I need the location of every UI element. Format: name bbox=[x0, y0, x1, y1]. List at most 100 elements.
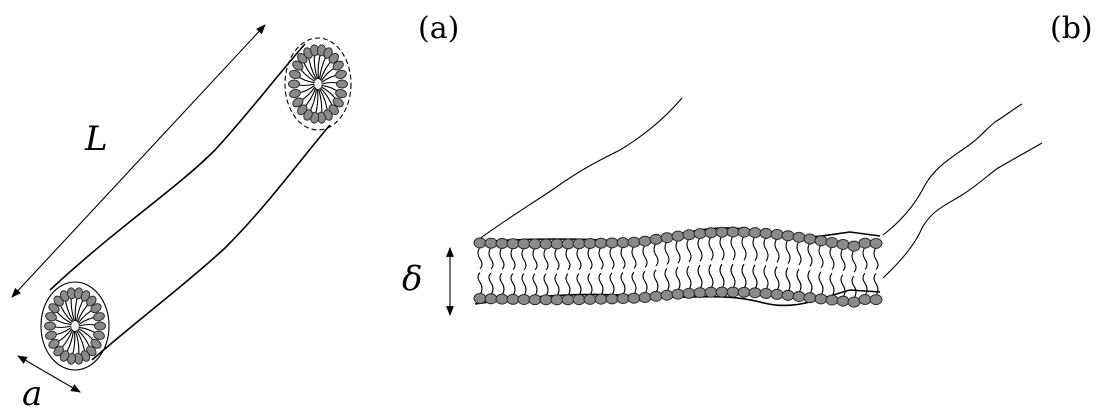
lipid-head bbox=[771, 289, 783, 299]
lipid-head bbox=[793, 232, 805, 242]
lipid-head bbox=[606, 294, 618, 304]
lipid-tail bbox=[687, 239, 691, 262]
lipid-head bbox=[518, 295, 530, 305]
lipid-head bbox=[848, 297, 860, 307]
lipid-tail bbox=[599, 247, 603, 269]
lipid-head bbox=[628, 293, 640, 303]
lipid-head bbox=[738, 227, 750, 237]
lipid-tail bbox=[522, 274, 526, 296]
lipid-head bbox=[859, 238, 871, 248]
radius-label: a bbox=[22, 374, 42, 410]
lipid-head bbox=[782, 290, 794, 300]
lipid-head bbox=[529, 295, 541, 305]
lipid-tail bbox=[599, 273, 603, 295]
lipid-tail bbox=[621, 247, 625, 269]
lipid-tail bbox=[555, 274, 559, 296]
lipid-tail bbox=[643, 271, 647, 293]
lipid-tail bbox=[566, 248, 570, 270]
lipid-head bbox=[705, 287, 717, 297]
lipid-tail bbox=[621, 273, 625, 295]
lipid-tail bbox=[544, 248, 548, 270]
sheet-right-edge-bottom bbox=[883, 143, 1042, 278]
lipid-head bbox=[562, 295, 574, 305]
lipid-tail bbox=[665, 268, 669, 291]
bottom-end-micelle-cross-section bbox=[45, 287, 106, 364]
lipid-head bbox=[782, 231, 794, 241]
lipid-tail bbox=[764, 237, 768, 261]
lipid-head bbox=[837, 239, 849, 249]
lipid-tail bbox=[632, 246, 636, 268]
lipid-tail bbox=[533, 248, 537, 270]
lipid-head bbox=[793, 292, 805, 302]
lipid-tail bbox=[841, 248, 845, 270]
lipid-head bbox=[485, 294, 497, 304]
lipid-head bbox=[289, 80, 300, 88]
lipid-tail bbox=[588, 247, 592, 269]
lipid-head bbox=[595, 238, 607, 248]
lipid-head bbox=[507, 294, 519, 304]
lipid-tail bbox=[830, 273, 834, 296]
lipid-tail bbox=[753, 265, 757, 289]
lipid-tail bbox=[731, 264, 735, 288]
lipid-tail bbox=[489, 247, 493, 269]
lipid-tail bbox=[709, 264, 713, 288]
lipid-head bbox=[639, 292, 651, 302]
lipid-head bbox=[837, 296, 849, 306]
sheet-right-edge-top bbox=[883, 104, 1022, 235]
lipid-tail bbox=[555, 248, 559, 270]
cylindrical-micelle bbox=[12, 25, 351, 392]
lipid-head bbox=[716, 227, 728, 237]
lipid-tail bbox=[577, 274, 581, 296]
lipid-tail bbox=[808, 270, 812, 293]
lipid-tail bbox=[797, 241, 801, 265]
lipid-head bbox=[529, 239, 541, 249]
cylinder-upper-edge bbox=[50, 44, 305, 290]
lipid-tail bbox=[610, 273, 614, 295]
lipid-head bbox=[650, 291, 662, 301]
lipid-tail bbox=[753, 237, 757, 261]
lipid-tail bbox=[687, 266, 691, 289]
lipid-head bbox=[573, 295, 585, 305]
lipid-tail bbox=[852, 276, 856, 298]
lipid-head bbox=[727, 227, 739, 237]
lipid-head bbox=[661, 290, 673, 300]
panel-a-label: (a) bbox=[418, 11, 459, 46]
lipid-tail bbox=[522, 248, 526, 270]
lipid-head bbox=[562, 239, 574, 249]
lipid-head bbox=[848, 241, 860, 251]
lipid-head bbox=[496, 238, 508, 248]
lipid-tail bbox=[874, 247, 878, 269]
lipid-tail bbox=[764, 265, 768, 289]
sheet-left-edge bbox=[478, 98, 682, 240]
lipid-head bbox=[694, 229, 706, 239]
lipid-head bbox=[815, 236, 827, 246]
lipid-tail bbox=[676, 267, 680, 290]
lipid-tail bbox=[511, 274, 515, 296]
lipid-tail bbox=[566, 274, 570, 296]
lipid-head bbox=[716, 287, 728, 297]
lipid-tail bbox=[577, 248, 581, 270]
lipid-head bbox=[584, 238, 596, 248]
top-end-micelle-cross-section bbox=[289, 44, 348, 123]
lipid-tail bbox=[544, 274, 548, 296]
lipid-head bbox=[650, 234, 662, 244]
lipid-head bbox=[617, 294, 629, 304]
lipid-tail bbox=[533, 274, 537, 296]
lipid-tail bbox=[731, 236, 735, 260]
lipid-head bbox=[694, 288, 706, 298]
lipid-head bbox=[289, 88, 302, 99]
lipid-tail bbox=[742, 236, 746, 260]
length-label: L bbox=[84, 119, 108, 159]
lipid-head bbox=[595, 294, 607, 304]
lipid-head bbox=[760, 228, 772, 238]
lipid-tail bbox=[863, 273, 867, 295]
lipid-tail bbox=[786, 268, 790, 292]
lipid-tail bbox=[808, 243, 812, 266]
lipid-head bbox=[573, 239, 585, 249]
lipid-head bbox=[485, 238, 497, 248]
lipid-head bbox=[683, 230, 695, 240]
lipid-tail bbox=[720, 236, 724, 260]
lipid-head bbox=[95, 322, 106, 330]
lipid-tail bbox=[830, 247, 834, 270]
